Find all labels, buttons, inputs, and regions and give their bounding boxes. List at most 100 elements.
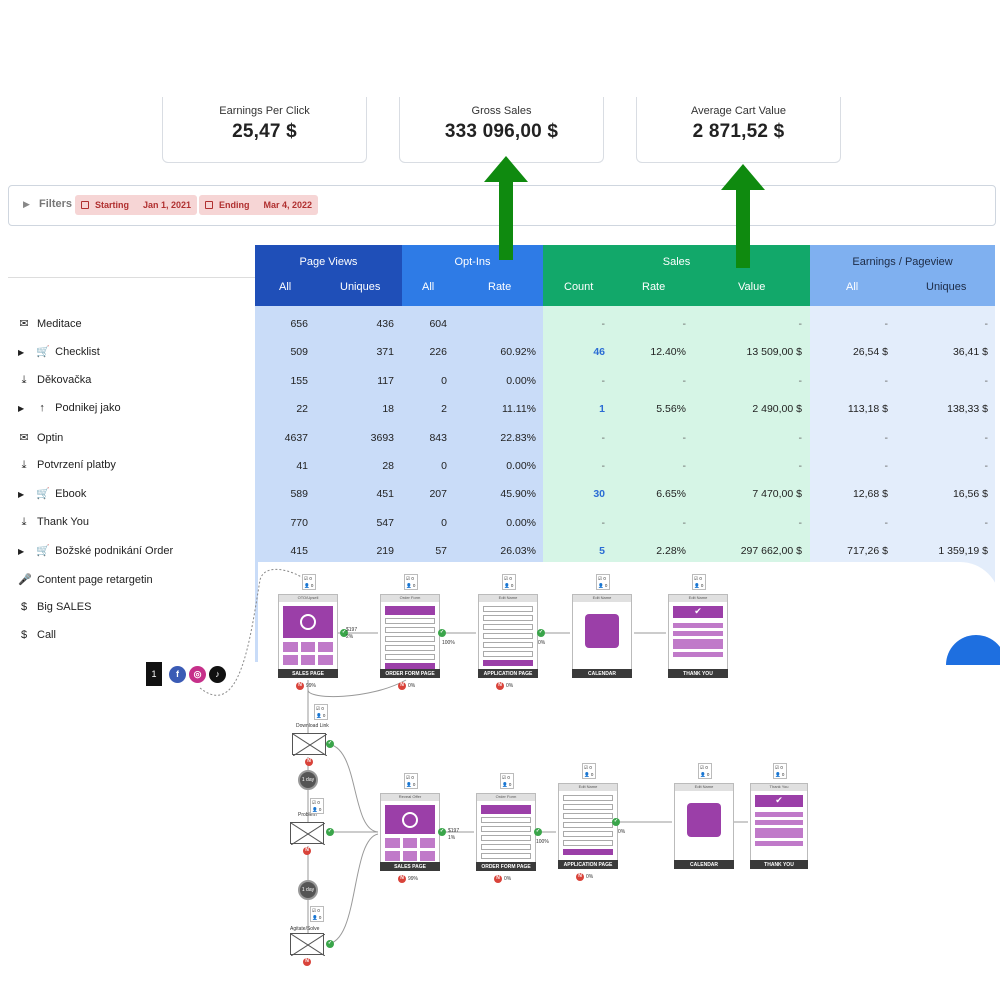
expand-caret-icon[interactable]: ▶ — [18, 404, 25, 414]
row-name[interactable]: ▶🛒Checklist — [18, 345, 100, 358]
cell-eu: - — [984, 516, 989, 529]
page-titlebar: Thank You — [751, 784, 807, 791]
row-name[interactable]: ⤓Děkovačka — [18, 374, 92, 387]
conversion-label: 1% — [448, 835, 456, 841]
stat-value: 2 871,52 $ — [692, 121, 785, 142]
counter-box: ☑ 0👤 0 — [302, 574, 316, 590]
funnel-page[interactable]: Edit Name✔ THANK YOU — [668, 594, 728, 678]
wait-node[interactable]: 1 day — [298, 770, 318, 790]
cell-sr: - — [682, 374, 687, 387]
subheader-pv-uniques[interactable]: Uniques — [340, 281, 381, 293]
ending-value: Mar 4, 2022 — [263, 200, 313, 210]
social-count: 1 — [146, 662, 162, 686]
subheader-e-all[interactable]: All — [846, 281, 859, 293]
expand-caret-icon[interactable]: ▶ — [18, 348, 25, 358]
count-value: 0 — [700, 583, 704, 588]
exit-badge: N — [398, 875, 406, 883]
stat-card-gross-sales: Gross Sales 333 096,00 $ — [399, 97, 604, 163]
cell-sr: 12.40% — [650, 346, 686, 359]
expand-caret-icon[interactable]: ▶ — [18, 547, 25, 557]
email-node[interactable] — [292, 733, 328, 757]
cell-sc[interactable]: 30 — [593, 488, 605, 501]
page-body — [385, 606, 435, 669]
count-value: 0 — [411, 576, 414, 581]
facebook-icon[interactable]: f — [169, 666, 186, 683]
row-name[interactable]: $Call — [18, 629, 56, 641]
arrow-head — [484, 156, 528, 182]
cell-oa: 0 — [441, 516, 447, 529]
conversion-badge: ✓ — [326, 828, 334, 836]
row-name[interactable]: ▶↑Podnikej jako — [18, 402, 121, 414]
filters-label[interactable]: Filters — [39, 198, 73, 210]
subheader-pv-all[interactable]: All — [279, 281, 292, 293]
user-icon: 👤 — [502, 782, 508, 787]
check-icon: ☑ — [312, 908, 317, 913]
row-name[interactable]: $Big SALES — [18, 601, 91, 613]
subheader-s-value[interactable]: Value — [738, 281, 766, 293]
cell-sc[interactable]: 5 — [599, 545, 605, 558]
envelope-icon — [290, 822, 326, 846]
dollar-icon: $ — [20, 629, 28, 642]
calendar-icon — [687, 803, 721, 837]
stat-label: Earnings Per Click — [219, 105, 310, 117]
funnel-page[interactable]: Reveal Offer SALES PAGE — [380, 793, 440, 871]
row-name[interactable]: ⤓Thank You — [18, 516, 89, 529]
conversion-badge: ✓ — [438, 629, 446, 637]
subheader-e-uniques[interactable]: Uniques — [926, 281, 967, 293]
arrow-head — [721, 164, 765, 190]
cell-eu: 36,41 $ — [952, 346, 988, 359]
expand-caret-icon[interactable]: ▶ — [18, 490, 25, 500]
microphone-icon: 🎤 — [18, 573, 32, 586]
cell-oa: 604 — [429, 318, 447, 330]
email-node[interactable] — [290, 933, 326, 957]
row-name[interactable]: ✉Meditace — [18, 317, 81, 330]
dollar-icon: $ — [20, 601, 28, 613]
subheader-s-count[interactable]: Count — [564, 281, 594, 293]
funnel-page[interactable]: OTO/Upsell SALES PAGE — [278, 594, 338, 678]
cell-pv: 656 — [290, 318, 308, 330]
header-earnings: Earnings / Pageview — [810, 245, 995, 278]
subheader-oi-rate[interactable]: Rate — [488, 281, 512, 293]
count-value: 0 — [781, 772, 785, 777]
row-name[interactable]: ✉Optin — [18, 431, 63, 444]
conversion-badge: ✓ — [326, 740, 334, 748]
conversion-label: 0% — [618, 829, 626, 835]
row-name[interactable]: ▶🛒Božské podnikání Order — [18, 544, 173, 557]
cell-sc[interactable]: 46 — [593, 346, 605, 359]
row-label: Potvrzení platby — [37, 459, 116, 471]
subheader-oi-all[interactable]: All — [422, 281, 435, 293]
caret-right-icon[interactable]: ▶ — [23, 199, 30, 209]
email-node[interactable] — [290, 822, 326, 846]
cart-icon: 🛒 — [36, 488, 50, 501]
instagram-icon[interactable]: ◎ — [189, 666, 206, 683]
count-value: 0 — [322, 713, 326, 718]
page-type-label: SALES PAGE — [380, 862, 440, 871]
subheader-s-rate[interactable]: Rate — [642, 281, 666, 293]
cell-sc[interactable]: 1 — [599, 403, 605, 416]
page-stat: 0% — [506, 683, 514, 689]
row-name[interactable]: ⤓Potvrzení platby — [18, 459, 116, 472]
funnel-page[interactable]: Thank You✔ THANK YOU — [750, 783, 808, 869]
tiktok-icon[interactable]: ♪ — [209, 666, 226, 683]
row-name[interactable]: ▶🛒Ebook — [18, 487, 86, 500]
row-name[interactable]: 🎤Content page retargetin — [18, 573, 153, 586]
conversion-badge: ✓ — [537, 629, 545, 637]
wait-node[interactable]: 1 day — [298, 880, 318, 900]
